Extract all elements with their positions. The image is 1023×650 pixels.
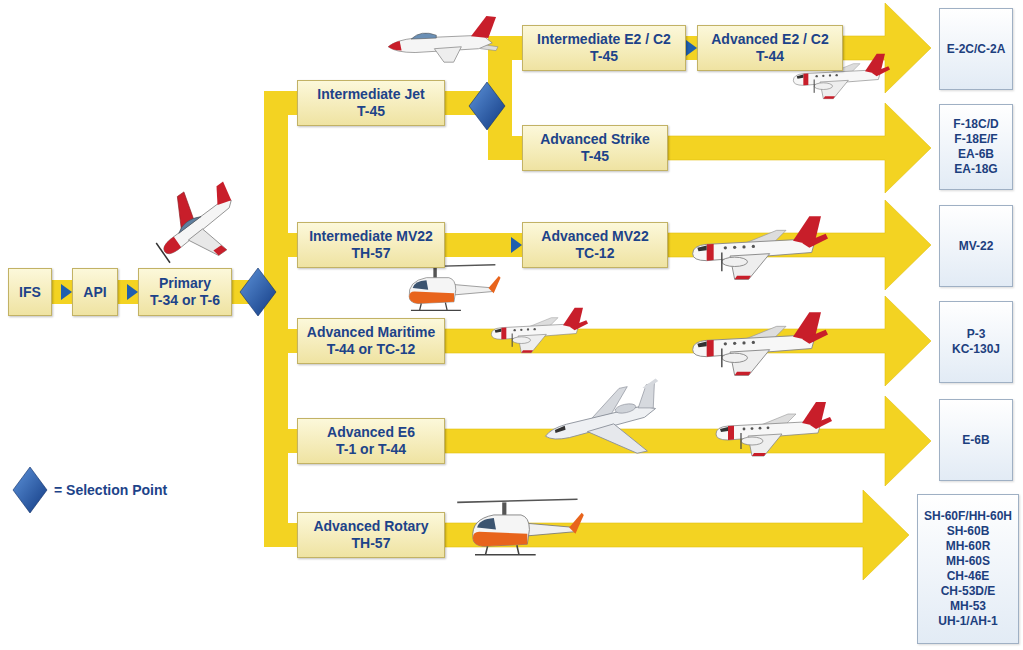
course-name: Intermediate MV22 [309, 228, 433, 245]
aircraft-type: CH-53D/E [941, 584, 996, 599]
pipeline-arrow [445, 396, 931, 486]
course-box: Advanced StrikeT-45 [522, 125, 668, 171]
selection-diamond [469, 82, 505, 130]
aircraft-type: F-18C/D [953, 117, 998, 132]
tc12-plane [693, 216, 828, 279]
course-box: Intermediate E2 / C2T-45 [522, 25, 686, 71]
course-name: Intermediate E2 / C2 [537, 31, 671, 48]
trainer-aircraft: T-1 or T-44 [336, 441, 406, 458]
course-box: IFS [8, 268, 52, 316]
course-box: Advanced E6T-1 or T-44 [297, 418, 445, 464]
course-name: Intermediate Jet [317, 86, 424, 103]
t44-plane [716, 402, 832, 456]
course-box: Advanced MV22TC-12 [522, 222, 668, 268]
trainer-aircraft: TH-57 [352, 535, 391, 552]
course-box: Intermediate JetT-45 [297, 80, 445, 126]
pipeline-arrow [52, 280, 72, 304]
legend-swatch [12, 466, 48, 514]
aircraft-type: MH-60R [946, 539, 991, 554]
aircraft-type: UH-1/AH-1 [938, 614, 997, 629]
trainer-aircraft: T-44 or TC-12 [327, 341, 416, 358]
trainer-aircraft: TH-57 [352, 245, 391, 262]
trainer-aircraft: T-45 [590, 48, 618, 65]
pipeline-band [232, 292, 297, 535]
pipeline-arrow [686, 36, 697, 60]
th57-helicopter [457, 499, 584, 554]
aircraft-box: E-6B [939, 399, 1013, 481]
course-name: Primary [159, 275, 211, 292]
pipeline-arrow [445, 490, 909, 580]
legend-entry: = Selection Point [12, 466, 167, 514]
aircraft-box: MV-22 [939, 205, 1013, 287]
course-name: API [83, 284, 106, 301]
course-box: API [72, 268, 118, 316]
course-box: Advanced MaritimeT-44 or TC-12 [297, 318, 445, 364]
selection-diamond [240, 268, 276, 316]
course-box: PrimaryT-34 or T-6 [138, 268, 232, 316]
course-name: Advanced MV22 [541, 228, 648, 245]
th57-helicopter [396, 265, 500, 311]
legend: = Selection Point [12, 466, 167, 514]
course-box: Intermediate MV22TH-57 [297, 222, 445, 268]
pipeline-arrow [445, 296, 931, 386]
trainer-aircraft: T-34 or T-6 [150, 292, 220, 309]
aircraft-type: F-18E/F [954, 132, 997, 147]
course-name: Advanced Rotary [313, 518, 428, 535]
t45-jet [388, 16, 498, 62]
pipeline-band [232, 103, 297, 292]
aircraft-type: E-6B [962, 433, 989, 448]
course-box: Advanced RotaryTH-57 [297, 512, 445, 558]
tc12-plane [693, 312, 828, 375]
aircraft-type: MV-22 [959, 239, 994, 254]
course-name: Advanced Maritime [307, 324, 435, 341]
aircraft-type: CH-46E [947, 569, 990, 584]
pipeline-arrow [668, 103, 931, 193]
t6-plane [141, 170, 256, 281]
aircraft-type: MH-60S [946, 554, 990, 569]
course-name: Advanced Strike [540, 131, 650, 148]
legend-label: = Selection Point [54, 482, 167, 498]
trainer-aircraft: TC-12 [576, 245, 615, 262]
t44-plane [491, 308, 588, 353]
pipeline-arrow [118, 280, 138, 304]
course-name: Advanced E6 [327, 424, 415, 441]
selection-diamond [13, 467, 47, 513]
course-box: Advanced E2 / C2T-44 [697, 25, 843, 71]
aircraft-type: KC-130J [952, 342, 1000, 357]
pipeline-arrow [445, 233, 522, 257]
trainer-aircraft: T-45 [357, 103, 385, 120]
trainer-aircraft: T-44 [756, 48, 784, 65]
trainer-aircraft: T-45 [581, 148, 609, 165]
aircraft-box: E-2C/C-2A [939, 8, 1013, 90]
aircraft-type: MH-53 [950, 599, 986, 614]
t1-jet [538, 378, 672, 471]
course-name: IFS [19, 284, 41, 301]
pipeline-arrow [668, 200, 931, 290]
aircraft-type: SH-60F/HH-60H [924, 509, 1012, 524]
connector-group [52, 3, 931, 580]
aircraft-type: SH-60B [947, 524, 990, 539]
aircraft-type: EA-6B [958, 147, 994, 162]
aircraft-type: E-2C/C-2A [947, 42, 1006, 57]
aircraft-box: F-18C/DF-18E/FEA-6BEA-18G [939, 104, 1013, 190]
aircraft-box: SH-60F/HH-60HSH-60BMH-60RMH-60SCH-46ECH-… [917, 494, 1019, 644]
aircraft-type: P-3 [967, 327, 986, 342]
aircraft-box: P-3KC-130J [939, 301, 1013, 383]
aircraft-type: EA-18G [954, 162, 997, 177]
course-name: Advanced E2 / C2 [711, 31, 829, 48]
